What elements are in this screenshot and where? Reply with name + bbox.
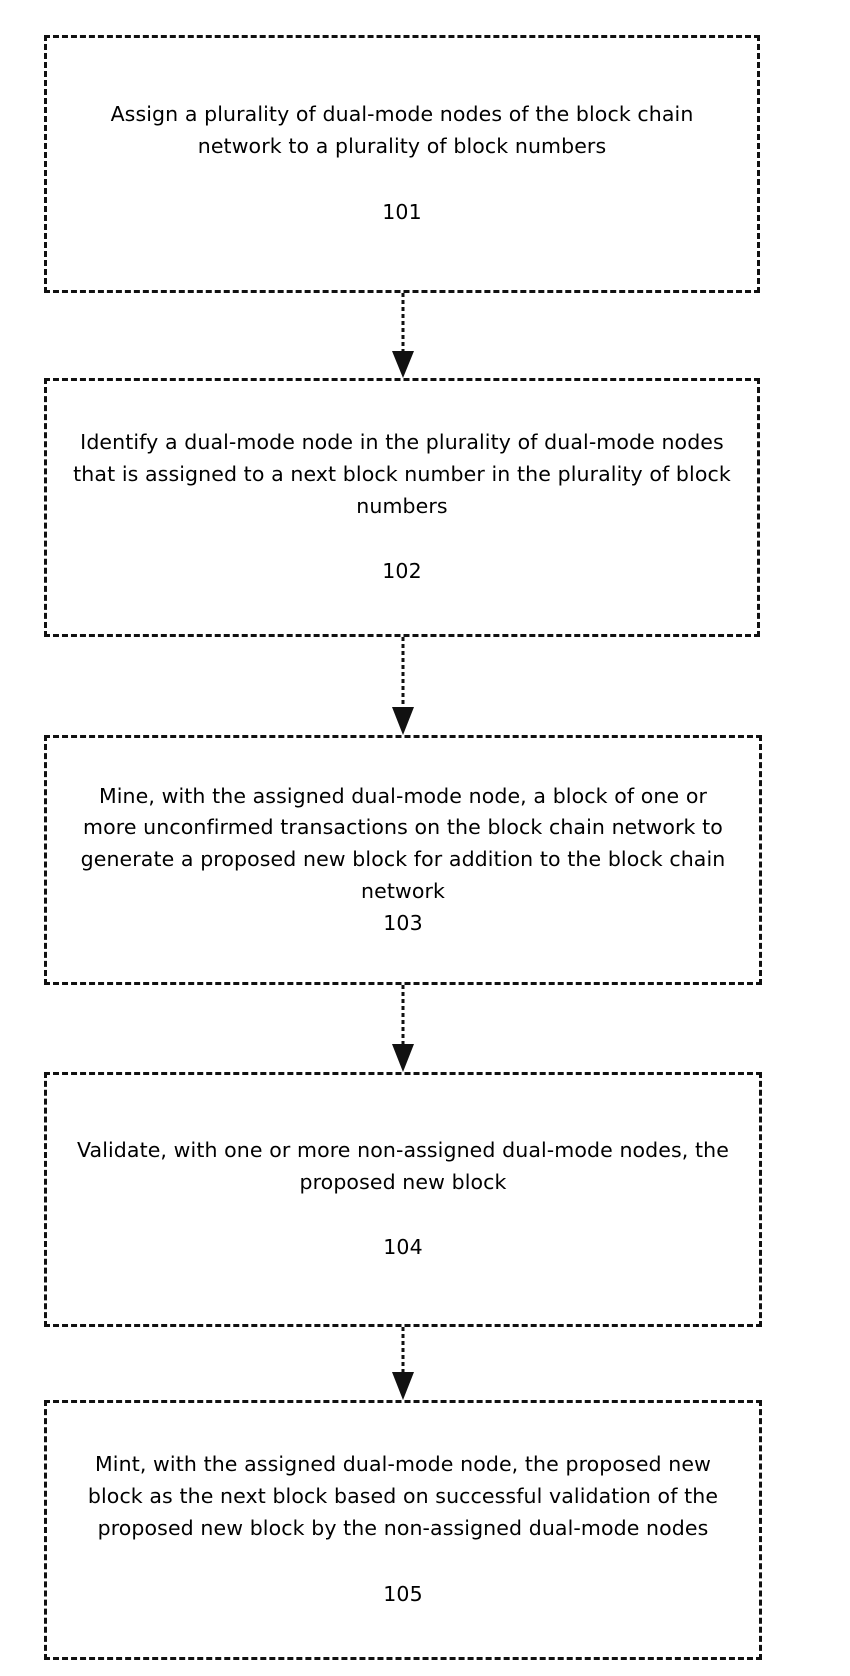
- step-103-text: Mine, with the assigned dual-mode node, …: [80, 783, 726, 903]
- step-103-reference-numeral: 103: [383, 910, 423, 935]
- step-101-text: Assign a plurality of dual-mode nodes of…: [110, 102, 694, 159]
- connector-arrow-102-to-103: [383, 637, 423, 735]
- arrow-down-icon: [392, 1327, 414, 1400]
- arrow-down-icon: [392, 637, 414, 735]
- step-102-reference-numeral: 102: [382, 559, 422, 584]
- flowchart-step-105: Mint, with the assigned dual-mode node, …: [44, 1400, 762, 1660]
- step-105-text: Mint, with the assigned dual-mode node, …: [87, 1452, 719, 1540]
- connector-arrow-104-to-105: [383, 1327, 423, 1400]
- flowchart-step-103: Mine, with the assigned dual-mode node, …: [44, 735, 762, 985]
- arrow-down-icon: [392, 985, 414, 1072]
- flowchart-step-104: Validate, with one or more non-assigned …: [44, 1072, 762, 1327]
- arrow-down-icon: [392, 293, 414, 378]
- flowchart-step-102: Identify a dual-mode node in the plurali…: [44, 378, 760, 637]
- connector-arrow-101-to-102: [383, 293, 423, 378]
- step-104-reference-numeral: 104: [383, 1235, 423, 1260]
- flowchart-step-101: Assign a plurality of dual-mode nodes of…: [44, 35, 760, 293]
- step-105-reference-numeral: 105: [383, 1581, 423, 1606]
- step-102-text: Identify a dual-mode node in the plurali…: [73, 429, 731, 518]
- connector-arrow-103-to-104: [383, 985, 423, 1072]
- step-101-reference-numeral: 101: [382, 199, 422, 224]
- step-104-text: Validate, with one or more non-assigned …: [77, 1137, 729, 1194]
